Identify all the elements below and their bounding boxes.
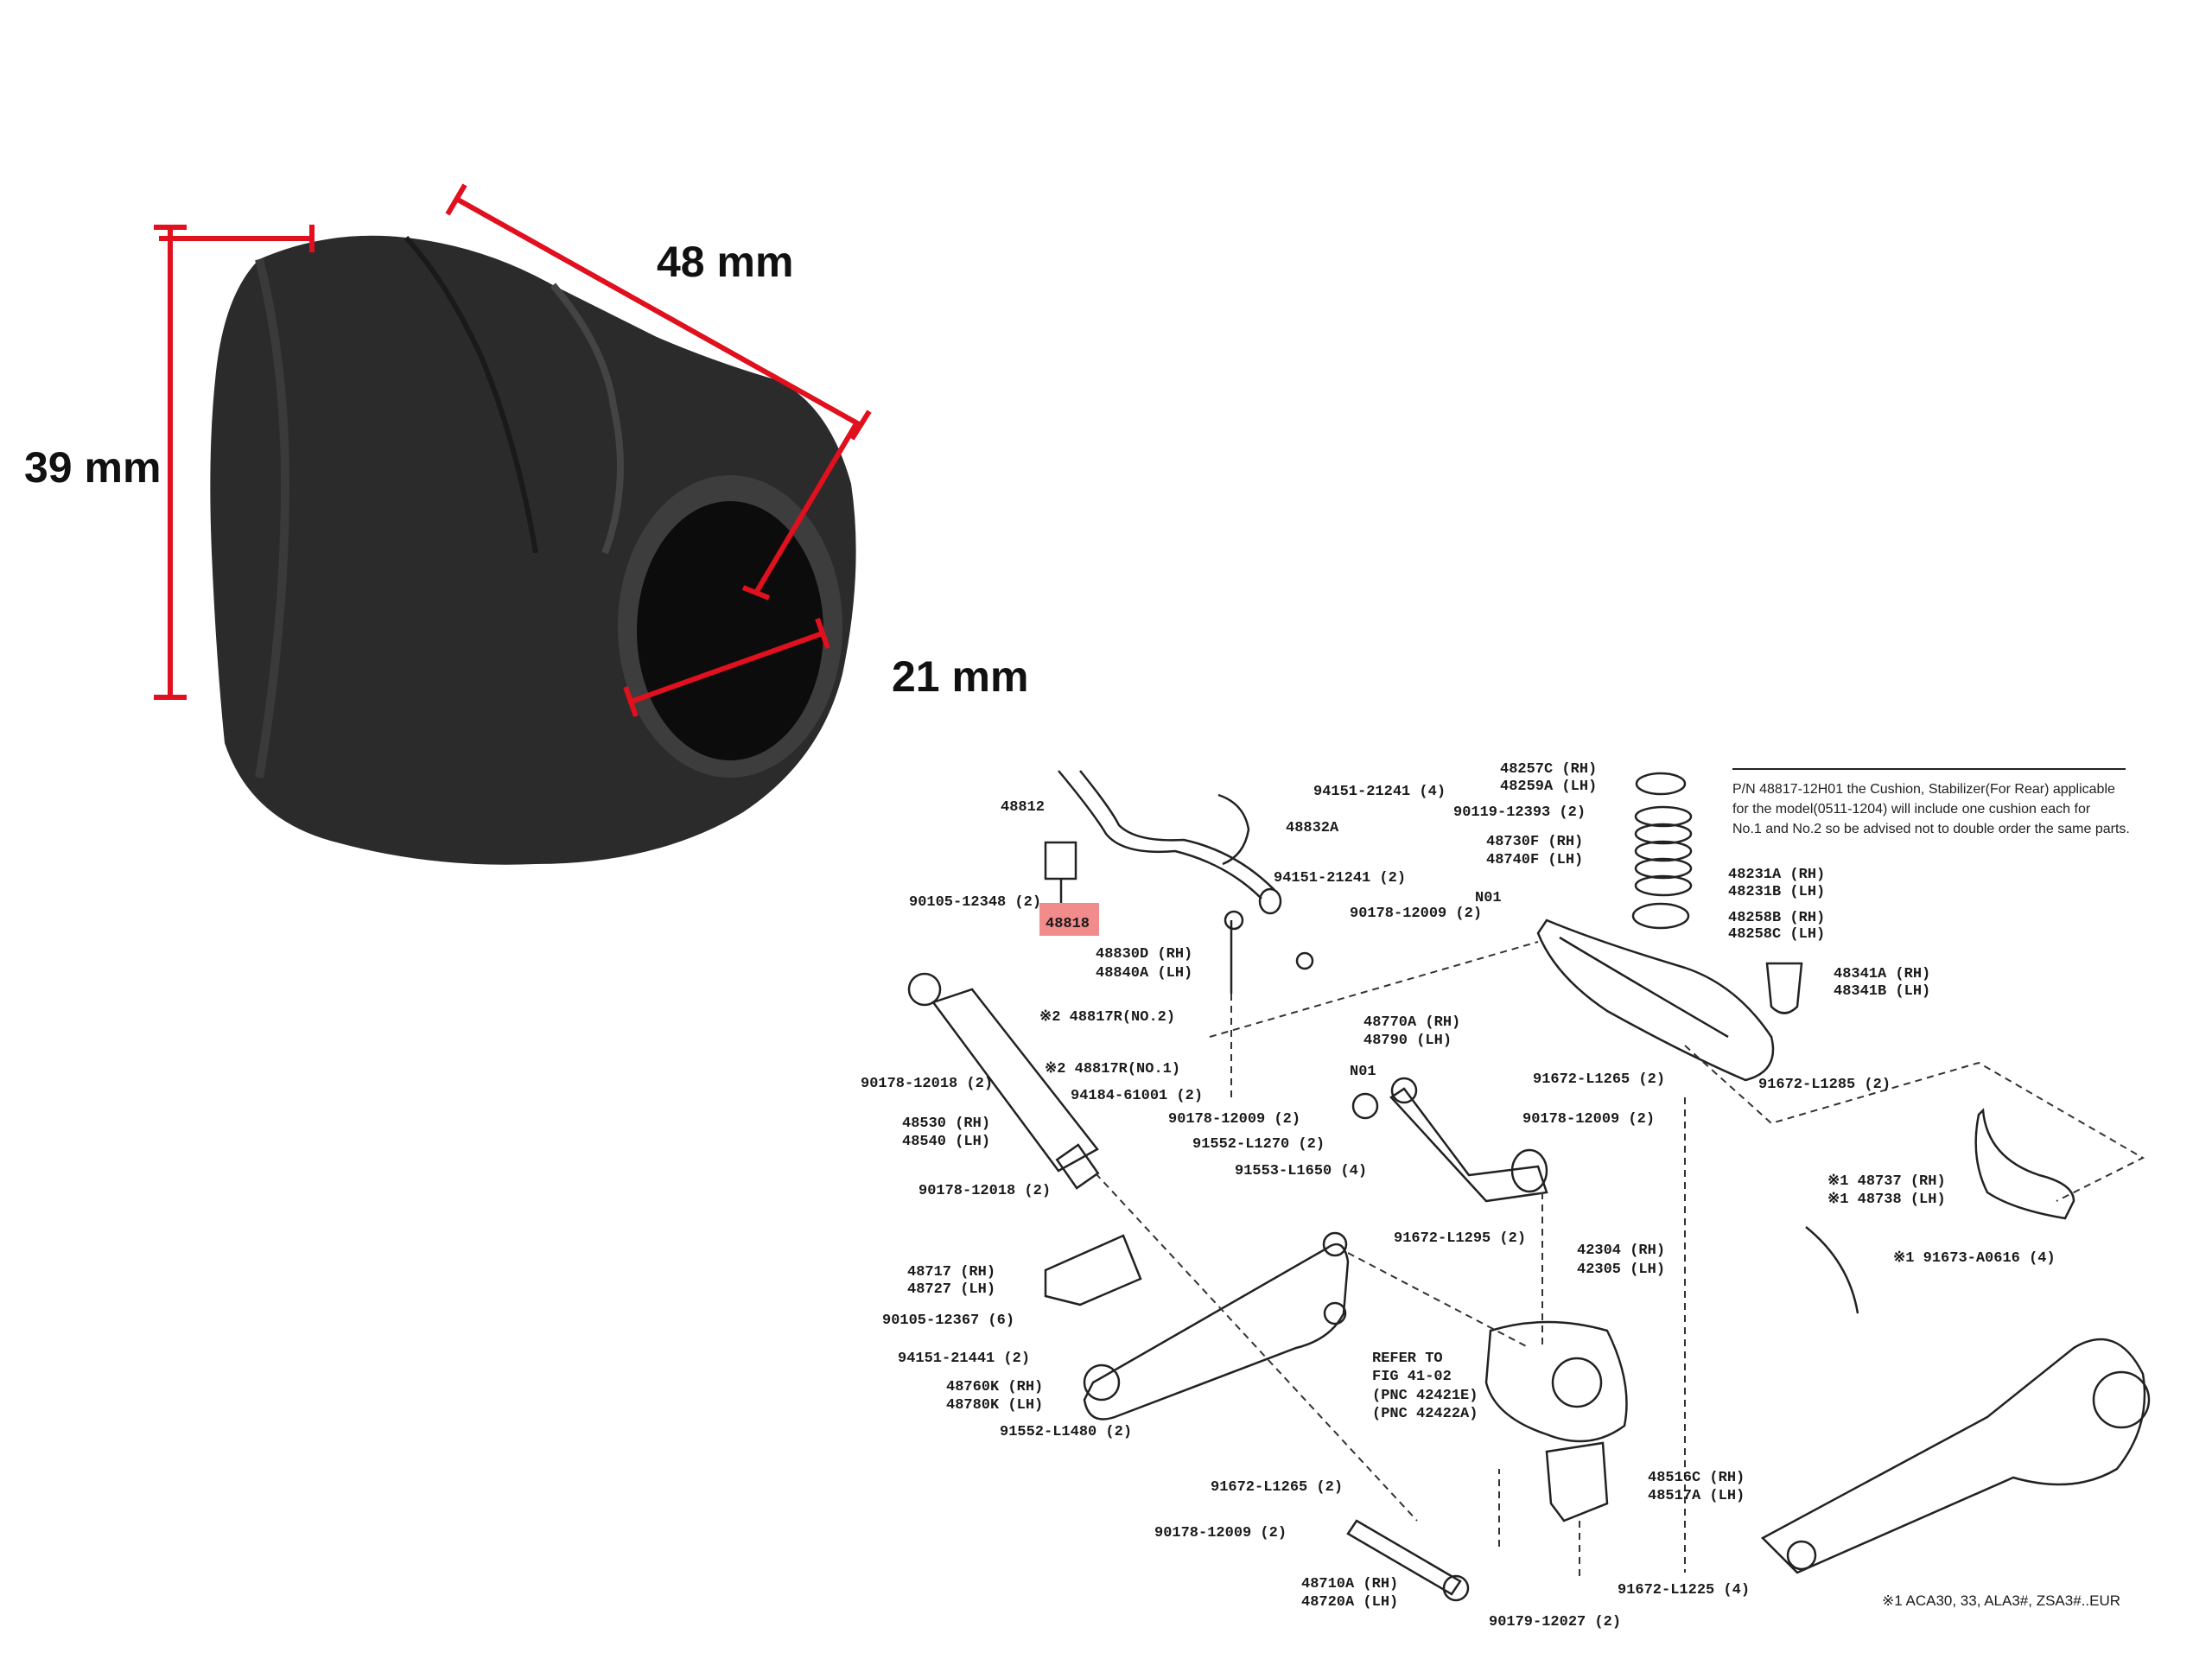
parts-diagram-drawing bbox=[907, 768, 2151, 1602]
part-number-label: ※1 91673-A0616 (4) bbox=[1893, 1250, 2056, 1267]
part-number-label: REFER TO bbox=[1372, 1351, 1443, 1367]
part-number-label: 48740F (LH) bbox=[1486, 852, 1583, 868]
length-dimension-label: 48 mm bbox=[657, 238, 793, 286]
part-number-label: 90178-12009 (2) bbox=[1168, 1111, 1300, 1128]
part-number-label: 91672-L1285 (2) bbox=[1758, 1077, 1891, 1093]
highlighted-part-label: 48818 bbox=[1046, 916, 1090, 932]
part-number-label: 90178-12009 (2) bbox=[1154, 1525, 1287, 1541]
inner-diameter-dimension-label: 21 mm bbox=[892, 652, 1028, 701]
part-number-label: 48790 (LH) bbox=[1363, 1033, 1452, 1049]
part-number-label: 48257C (RH) bbox=[1500, 761, 1597, 778]
part-number-label: 91552-L1480 (2) bbox=[1000, 1424, 1132, 1440]
part-number-label: 48540 (LH) bbox=[902, 1134, 990, 1150]
part-number-label: 91672-L1225 (4) bbox=[1618, 1582, 1750, 1599]
height-dimension-label: 39 mm bbox=[24, 443, 161, 492]
part-number-label: 48231B (LH) bbox=[1728, 884, 1825, 900]
part-number-label: ※1 48737 (RH) bbox=[1827, 1173, 1946, 1190]
part-number-label: ※1 ACA30, 33, ALA3#, ZSA3#..EUR bbox=[1882, 1592, 2120, 1609]
part-number-label: 91672-L1265 (2) bbox=[1533, 1071, 1665, 1088]
part-number-label: 91552-L1270 (2) bbox=[1192, 1136, 1325, 1153]
part-number-label: ※2 48817R(NO.1) bbox=[1045, 1061, 1180, 1077]
part-number-label: 48516C (RH) bbox=[1648, 1470, 1745, 1486]
part-number-label: 90178-12009 (2) bbox=[1522, 1111, 1655, 1128]
part-number-label: 48730F (RH) bbox=[1486, 834, 1583, 850]
part-number-label: 90119-12393 (2) bbox=[1453, 804, 1586, 821]
part-number-label: (PNC 42422A) bbox=[1372, 1406, 1478, 1422]
part-number-label: 94184-61001 (2) bbox=[1071, 1088, 1203, 1104]
part-number-label: 94151-21241 (4) bbox=[1313, 784, 1446, 800]
part-number-label: 90178-12018 (2) bbox=[918, 1183, 1051, 1199]
service-note: P/N 48817-12H01 the Cushion, Stabilizer(… bbox=[1732, 782, 2130, 836]
part-number-label: N01 bbox=[1475, 890, 1502, 906]
part-number-label: 48830D (RH) bbox=[1096, 946, 1192, 963]
measure-lines bbox=[154, 183, 872, 717]
note-line: No.1 and No.2 so be advised not to doubl… bbox=[1732, 822, 2130, 836]
part-number-label: 91553-L1650 (4) bbox=[1235, 1163, 1367, 1179]
part-number-label: 48530 (RH) bbox=[902, 1116, 990, 1132]
part-number-label: 42305 (LH) bbox=[1577, 1262, 1665, 1278]
part-number-label: 48710A (RH) bbox=[1301, 1576, 1398, 1592]
part-number-label: 90178-12009 (2) bbox=[1350, 906, 1482, 922]
part-number-label: 48341A (RH) bbox=[1834, 966, 1930, 982]
part-number-label: 48231A (RH) bbox=[1728, 867, 1825, 883]
part-number-label: 48832A bbox=[1286, 820, 1339, 836]
note-line: for the model(0511-1204) will include on… bbox=[1732, 802, 2091, 817]
part-number-label: FIG 41-02 bbox=[1372, 1369, 1452, 1385]
part-number-label: 48780K (LH) bbox=[946, 1397, 1043, 1414]
part-number-label: ※2 48817R(NO.2) bbox=[1039, 1009, 1175, 1026]
part-number-label: ※1 48738 (LH) bbox=[1827, 1192, 1946, 1208]
part-number-labels: 48257C (RH)48259A (LH) 94151-21241 (4) 488… bbox=[861, 761, 2120, 1630]
part-number-label: 48517A (LH) bbox=[1648, 1488, 1745, 1504]
stabilizer-bushing-photo bbox=[210, 235, 856, 865]
part-number-label: 91672-L1265 (2) bbox=[1211, 1479, 1343, 1496]
part-number-label: N01 bbox=[1350, 1064, 1376, 1080]
part-number-label: 48259A (LH) bbox=[1500, 779, 1597, 795]
part-number-label: 90179-12027 (2) bbox=[1489, 1614, 1621, 1630]
part-number-label: 48812 bbox=[1001, 799, 1045, 816]
part-number-label: (PNC 42421E) bbox=[1372, 1388, 1478, 1404]
part-number-label: 48720A (LH) bbox=[1301, 1594, 1398, 1611]
part-number-label: 48258C (LH) bbox=[1728, 926, 1825, 943]
part-number-label: 48727 (LH) bbox=[907, 1281, 995, 1298]
part-number-label: 94151-21241 (2) bbox=[1274, 870, 1406, 887]
part-number-label: 42304 (RH) bbox=[1577, 1243, 1665, 1259]
part-number-label: 94151-21441 (2) bbox=[898, 1351, 1030, 1367]
part-number-label: 90105-12367 (6) bbox=[882, 1313, 1014, 1329]
part-number-label: 48840A (LH) bbox=[1096, 965, 1192, 982]
part-number-label: 91672-L1295 (2) bbox=[1394, 1230, 1526, 1247]
note-line: P/N 48817-12H01 the Cushion, Stabilizer(… bbox=[1732, 782, 2115, 797]
part-number-label: 90178-12018 (2) bbox=[861, 1076, 993, 1092]
highlight-box bbox=[1039, 903, 1099, 936]
part-number-label: 90105-12348 (2) bbox=[909, 894, 1041, 911]
part-number-label: 48341B (LH) bbox=[1834, 983, 1930, 1000]
part-number-label: 48258B (RH) bbox=[1728, 910, 1825, 926]
part-number-label: 48770A (RH) bbox=[1363, 1014, 1460, 1031]
part-number-label: 48717 (RH) bbox=[907, 1264, 995, 1281]
part-number-label: 48760K (RH) bbox=[946, 1379, 1043, 1395]
